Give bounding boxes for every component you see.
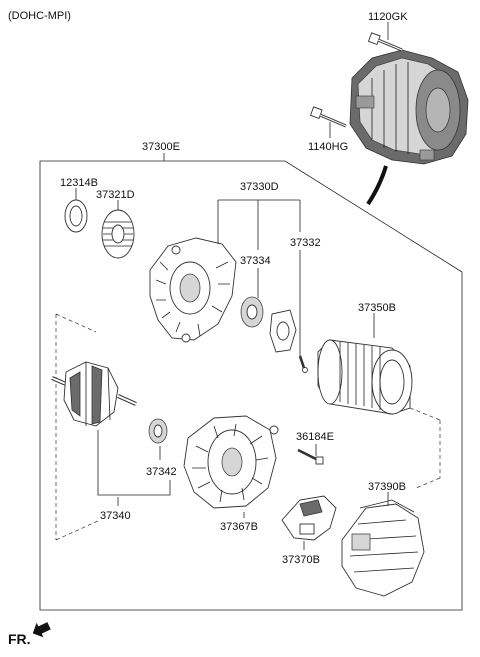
- callout-1120GK: 1120GK: [368, 11, 408, 23]
- bolt-1120GK-icon: [367, 32, 403, 52]
- callout-37350B: 37350B: [358, 302, 396, 314]
- callout-1140HG: 1140HG: [308, 141, 348, 153]
- rear-bracket-37367B-icon: [183, 415, 279, 509]
- bolt-36184E-icon: [297, 448, 324, 465]
- bolt-1140HG-icon: [309, 106, 347, 128]
- rear-cover-37390B-icon: [341, 499, 425, 597]
- callout-37390B: 37390B: [368, 481, 406, 493]
- callout-37300E: 37300E: [142, 141, 180, 153]
- bearing-retainer-icon: [269, 309, 297, 353]
- callout-37330D: 37330D: [240, 181, 279, 193]
- callout-36184E: 36184E: [296, 431, 334, 443]
- callout-37340: 37340: [100, 510, 131, 522]
- assembly-frame: [39, 160, 463, 611]
- callout-37332: 37332: [290, 237, 321, 249]
- rotor-37340-icon: [51, 361, 137, 427]
- engine-type-label: (DOHC-MPI): [8, 10, 71, 22]
- callout-37321D: 37321D: [96, 189, 135, 201]
- alternator-assembly-image: [349, 49, 469, 165]
- assembly-arrow: [366, 165, 388, 206]
- bolt-37332-icon: [298, 355, 308, 373]
- front-bracket-37330D-icon: [149, 237, 237, 343]
- assembly-axis-lines: [55, 313, 441, 541]
- callout-12314B: 12314B: [60, 177, 98, 189]
- callout-37370B: 37370B: [282, 554, 320, 566]
- callout-37367B: 37367B: [220, 521, 258, 533]
- bearing-37334-icon: [240, 296, 264, 328]
- callout-37334: 37334: [240, 255, 271, 267]
- stator-37350B-icon: [317, 339, 413, 415]
- front-direction-arrow-icon: [32, 622, 51, 638]
- callout-37342: 37342: [146, 466, 177, 478]
- seal-12314B-icon: [64, 199, 88, 233]
- bearing-37342-icon: [148, 418, 168, 444]
- front-direction-label: FR.: [8, 631, 31, 647]
- pulley-37321D-icon: [101, 209, 135, 259]
- regulator-37370B-icon: [281, 495, 337, 541]
